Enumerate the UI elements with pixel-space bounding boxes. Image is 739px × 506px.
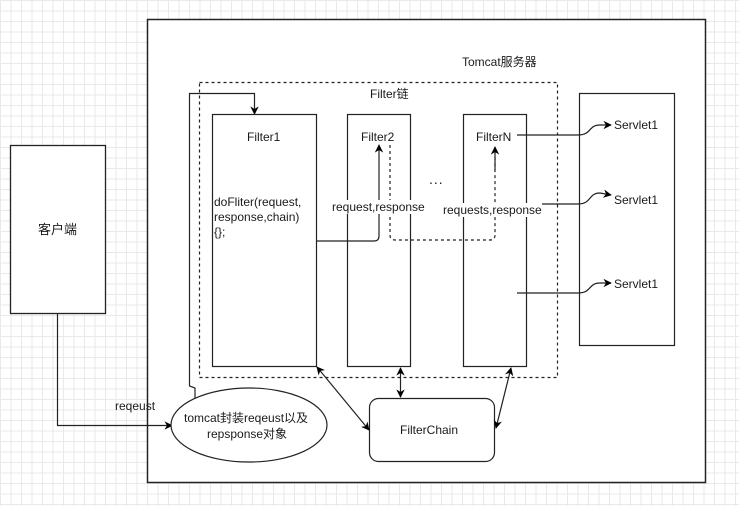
- servlet-container[interactable]: [578, 92, 676, 347]
- edge-filter2-to-filterN: [389, 145, 496, 241]
- tomcat-server-title: Tomcat服务器: [462, 55, 537, 69]
- filterN-title: FilterN: [476, 130, 512, 144]
- edge-label-to-filterN: requests,response: [443, 203, 542, 217]
- servlet-1-label: Servlet1: [614, 118, 659, 132]
- filter-chain-group-title: Filter链: [370, 87, 409, 101]
- filter2-title: Filter2: [361, 130, 395, 144]
- wrapper-label-line2: repsponse对象: [207, 427, 288, 441]
- edge-client-to-wrapper: [56, 314, 173, 430]
- servlet-2-label: Servlet1: [614, 193, 659, 207]
- filter1-title: Filter1: [247, 130, 281, 144]
- filterchain-label: FilterChain: [400, 423, 459, 437]
- edge-label-filter1-filter2: request,response: [332, 200, 425, 214]
- client-box[interactable]: [9, 144, 107, 315]
- edge-filterN-to-servlet-3: [517, 278, 612, 294]
- ellipsis-label: ...: [429, 171, 444, 187]
- servlet-3-label: Servlet1: [614, 277, 659, 291]
- filter1-code-line3: {};: [214, 225, 226, 239]
- client-label: 客户端: [38, 222, 78, 237]
- filter1-box[interactable]: [211, 113, 318, 368]
- edge-filterN-to-servlet-1: [517, 120, 612, 136]
- edge-filterN-filterchain: [493, 367, 514, 429]
- edge-filter1-to-filter2: [316, 144, 384, 242]
- filter1-code-line1: doFliter(request,: [214, 195, 302, 209]
- filter-chain-group[interactable]: [198, 81, 559, 379]
- wrapper-ellipse[interactable]: [170, 387, 328, 463]
- edge-filter1-filterchain: [316, 366, 370, 431]
- wrapper-label-line1: tomcat封装reqeust以及: [184, 411, 309, 425]
- loop-connector: [188, 92, 259, 398]
- edge-label-request-in: reqeust: [115, 399, 156, 413]
- filter1-code-line2: response,chain): [214, 210, 300, 224]
- edge-filterN-to-servlet-2: [517, 189, 612, 205]
